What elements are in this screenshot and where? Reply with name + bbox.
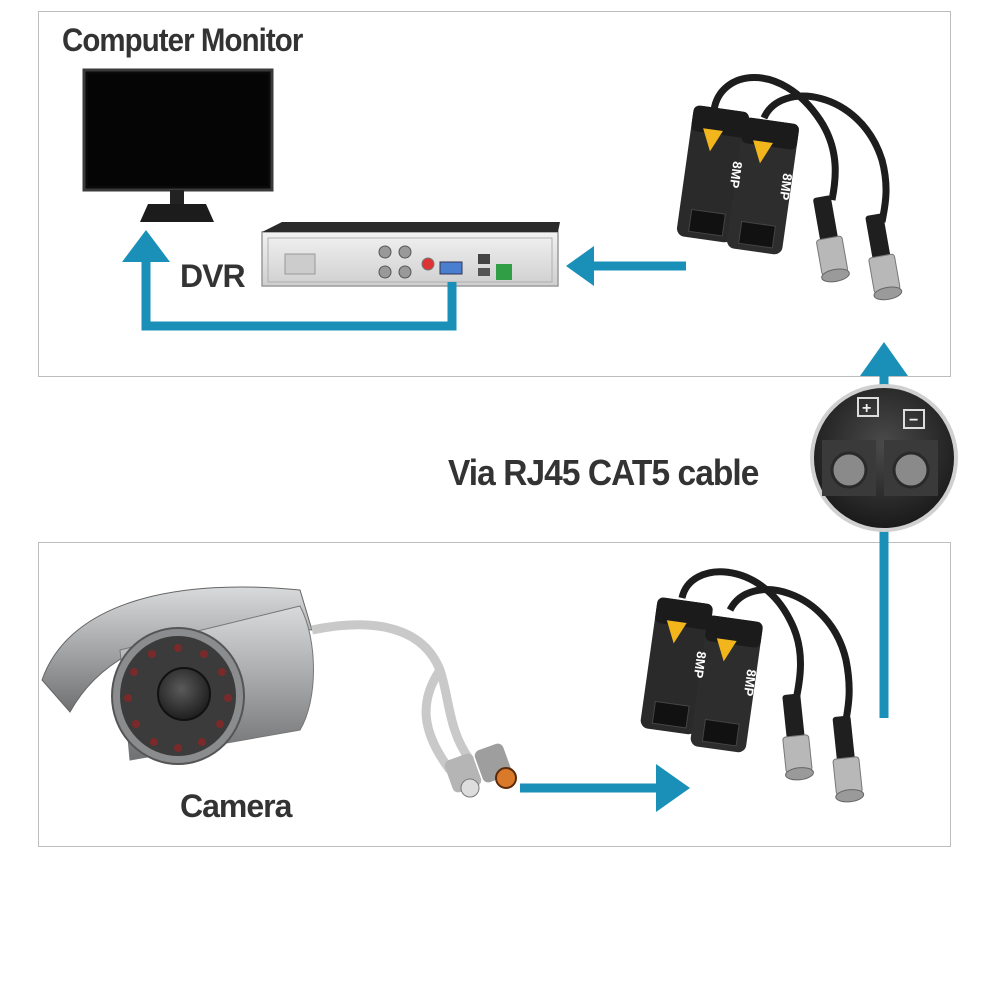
dvr-recorder: [261, 222, 560, 287]
balun-bottom-badge-2: 8MP: [741, 669, 760, 698]
balun-top-badge-2: 8MP: [777, 173, 796, 202]
monitor-label: Computer Monitor: [62, 22, 303, 58]
balun-top-badge-1: 8MP: [727, 161, 746, 190]
monitor: [82, 68, 274, 222]
camera-label: Camera: [180, 788, 292, 824]
arrow-heads: [122, 230, 908, 812]
dvr-label: DVR: [180, 258, 246, 294]
terminal-plus: +: [862, 400, 871, 417]
balun-bottom-badge-1: 8MP: [691, 651, 710, 680]
terminal-zoom: + −: [810, 384, 958, 532]
cable-label: Via RJ45 CAT5 cable: [448, 452, 759, 493]
dvr-to-monitor-arrow: [141, 258, 457, 331]
balun-pair-top: 8MP 8MP: [676, 74, 903, 301]
bullet-camera: [41, 586, 517, 798]
balun-pair-bottom: 8MP 8MP: [640, 568, 865, 803]
terminal-minus: −: [909, 412, 918, 429]
